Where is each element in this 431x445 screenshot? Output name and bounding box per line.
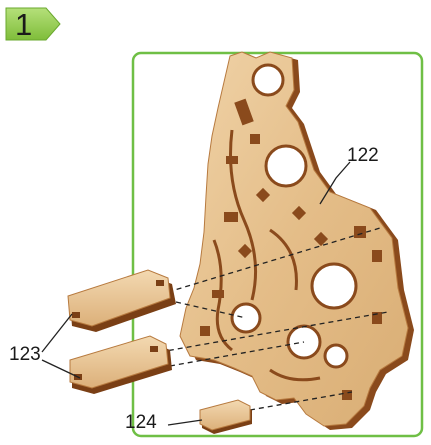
part-label-124: 124	[125, 413, 157, 433]
part-label-123: 123	[9, 345, 41, 365]
part-label-122: 122	[347, 146, 379, 166]
